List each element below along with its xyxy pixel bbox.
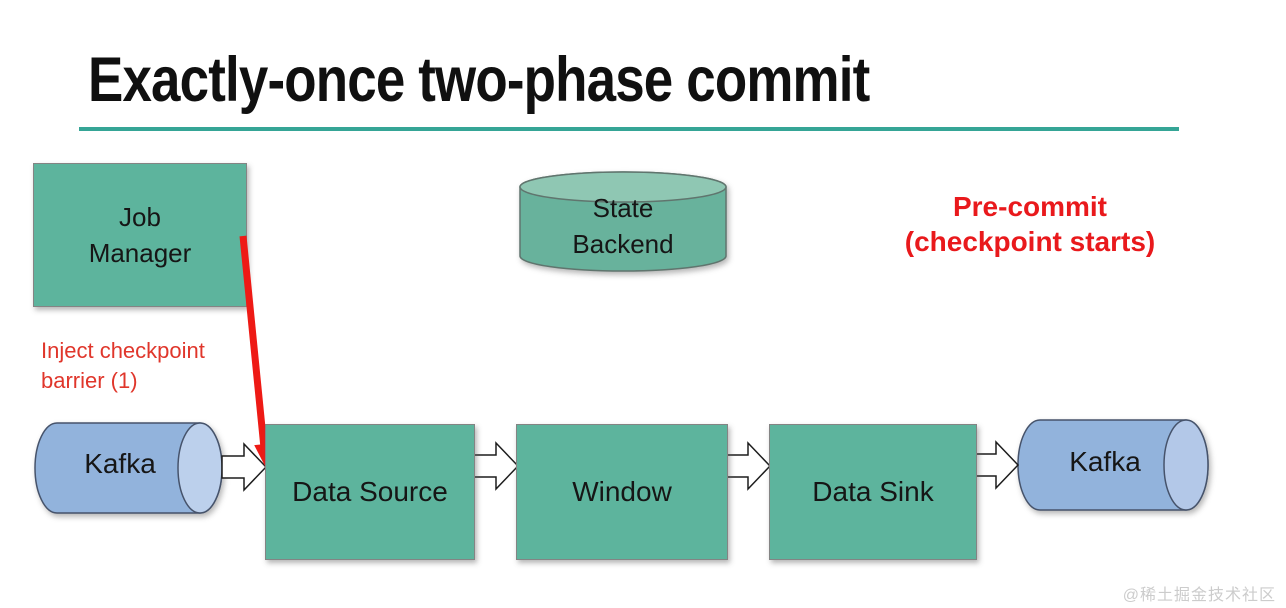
node-window: Window	[516, 424, 728, 560]
flow-arrow-icon-kafka-to-source	[221, 442, 268, 492]
page-title: Exactly-once two-phase commit	[88, 45, 870, 115]
flow-arrow-icon-sink-to-kafka	[973, 440, 1020, 490]
node-data-sink: Data Sink	[769, 424, 977, 560]
title-underline	[79, 127, 1179, 131]
pre-commit-line2: (checkpoint starts)	[904, 226, 1156, 257]
state-backend-label-line1: State	[592, 193, 654, 223]
node-kafka-sink-cylinder	[1017, 419, 1209, 511]
inject-barrier-annotation: Inject checkpoint barrier (1)	[41, 336, 281, 396]
state-backend-label-line2: Backend	[572, 229, 674, 259]
node-kafka-source-cylinder	[34, 422, 223, 514]
watermark: @稀土掘金技术社区	[1122, 587, 1276, 604]
node-state-backend: State Backend	[520, 190, 726, 262]
inject-barrier-line1: Inject checkpoint	[41, 338, 205, 363]
node-kafka-sink-label: Kafka	[1069, 446, 1141, 477]
node-data-source: Data Source	[265, 424, 475, 560]
node-state-backend-cylinder	[519, 171, 727, 272]
pre-commit-annotation: Pre-commit (checkpoint starts)	[865, 189, 1195, 259]
flow-arrow-icon-window-to-sink	[725, 441, 772, 491]
node-kafka-source-label: Kafka	[84, 448, 156, 479]
pre-commit-line1: Pre-commit	[952, 191, 1108, 222]
job-manager-label-line1: Job	[119, 202, 161, 232]
job-manager-label-line2: Manager	[88, 238, 192, 268]
inject-barrier-line2: barrier (1)	[41, 368, 138, 393]
node-job-manager: Job Manager	[33, 163, 247, 307]
flow-arrow-icon-source-to-window	[473, 441, 520, 491]
